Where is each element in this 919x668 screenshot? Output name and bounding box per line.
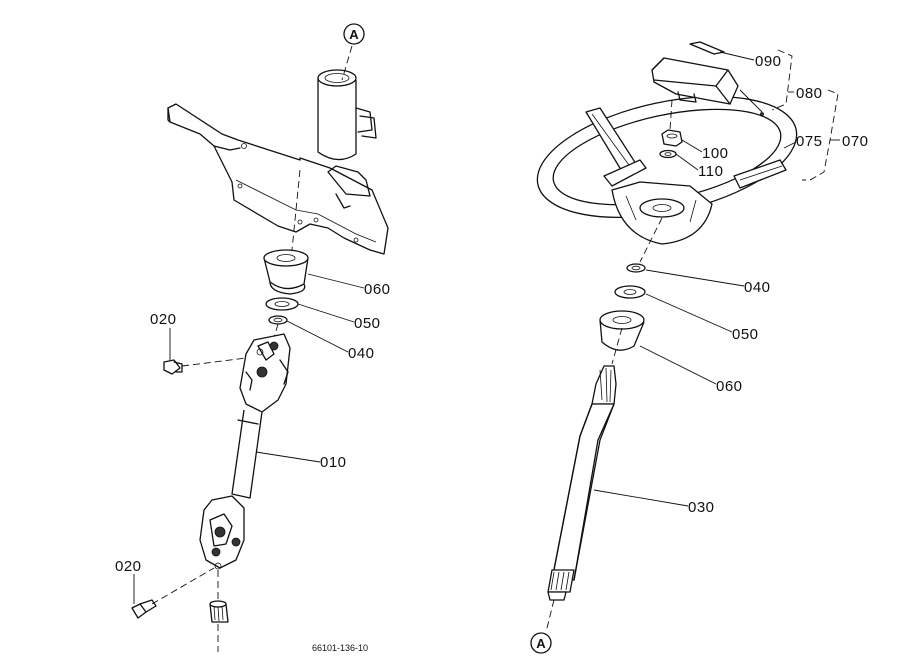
ring-040-right [626,263,646,273]
ring-040-left [268,315,288,325]
label-100: 100 [702,145,729,162]
shaft-010 [199,333,291,570]
bolt-020-upper [163,357,247,375]
label-060-right: 060 [716,378,743,395]
reference-a-top-label: A [349,27,359,42]
column-tube [317,69,377,209]
nut-100 [661,129,683,147]
washer-050-right [614,285,646,299]
label-040-right: 040 [744,279,771,296]
column-bracket [167,103,389,255]
splined-stub [209,570,229,652]
label-020-lower: 020 [115,558,142,575]
label-050-right: 050 [732,326,759,343]
label-050-left: 050 [354,315,381,332]
label-040-left: 040 [348,345,375,362]
reference-a-bottom: A [530,599,555,654]
bushing-060-left [263,249,309,295]
label-070: 070 [842,133,869,150]
drawing-code: 66101-136-10 [312,643,368,653]
label-110: 110 [698,163,723,180]
pin-090 [689,41,725,55]
label-010: 010 [320,454,347,471]
steering-wheel-075 [536,95,798,245]
label-090: 090 [755,53,782,70]
label-060-left: 060 [364,281,391,298]
washer-110 [659,149,677,159]
reference-a-bottom-label: A [536,636,546,651]
bolt-020-lower [131,567,215,619]
part-labels: 060 050 040 020 010 020 090 080 075 070 … [115,53,869,653]
center-cap-080 [651,57,764,116]
label-080: 080 [796,85,823,102]
leader-lines [133,49,840,604]
label-075: 075 [796,133,823,150]
washer-050-left [265,297,299,311]
label-030: 030 [688,499,715,516]
label-020-upper: 020 [150,311,177,328]
reference-a-top: A [341,23,365,81]
bushing-060-right [599,310,645,351]
shaft-030 [547,365,617,601]
